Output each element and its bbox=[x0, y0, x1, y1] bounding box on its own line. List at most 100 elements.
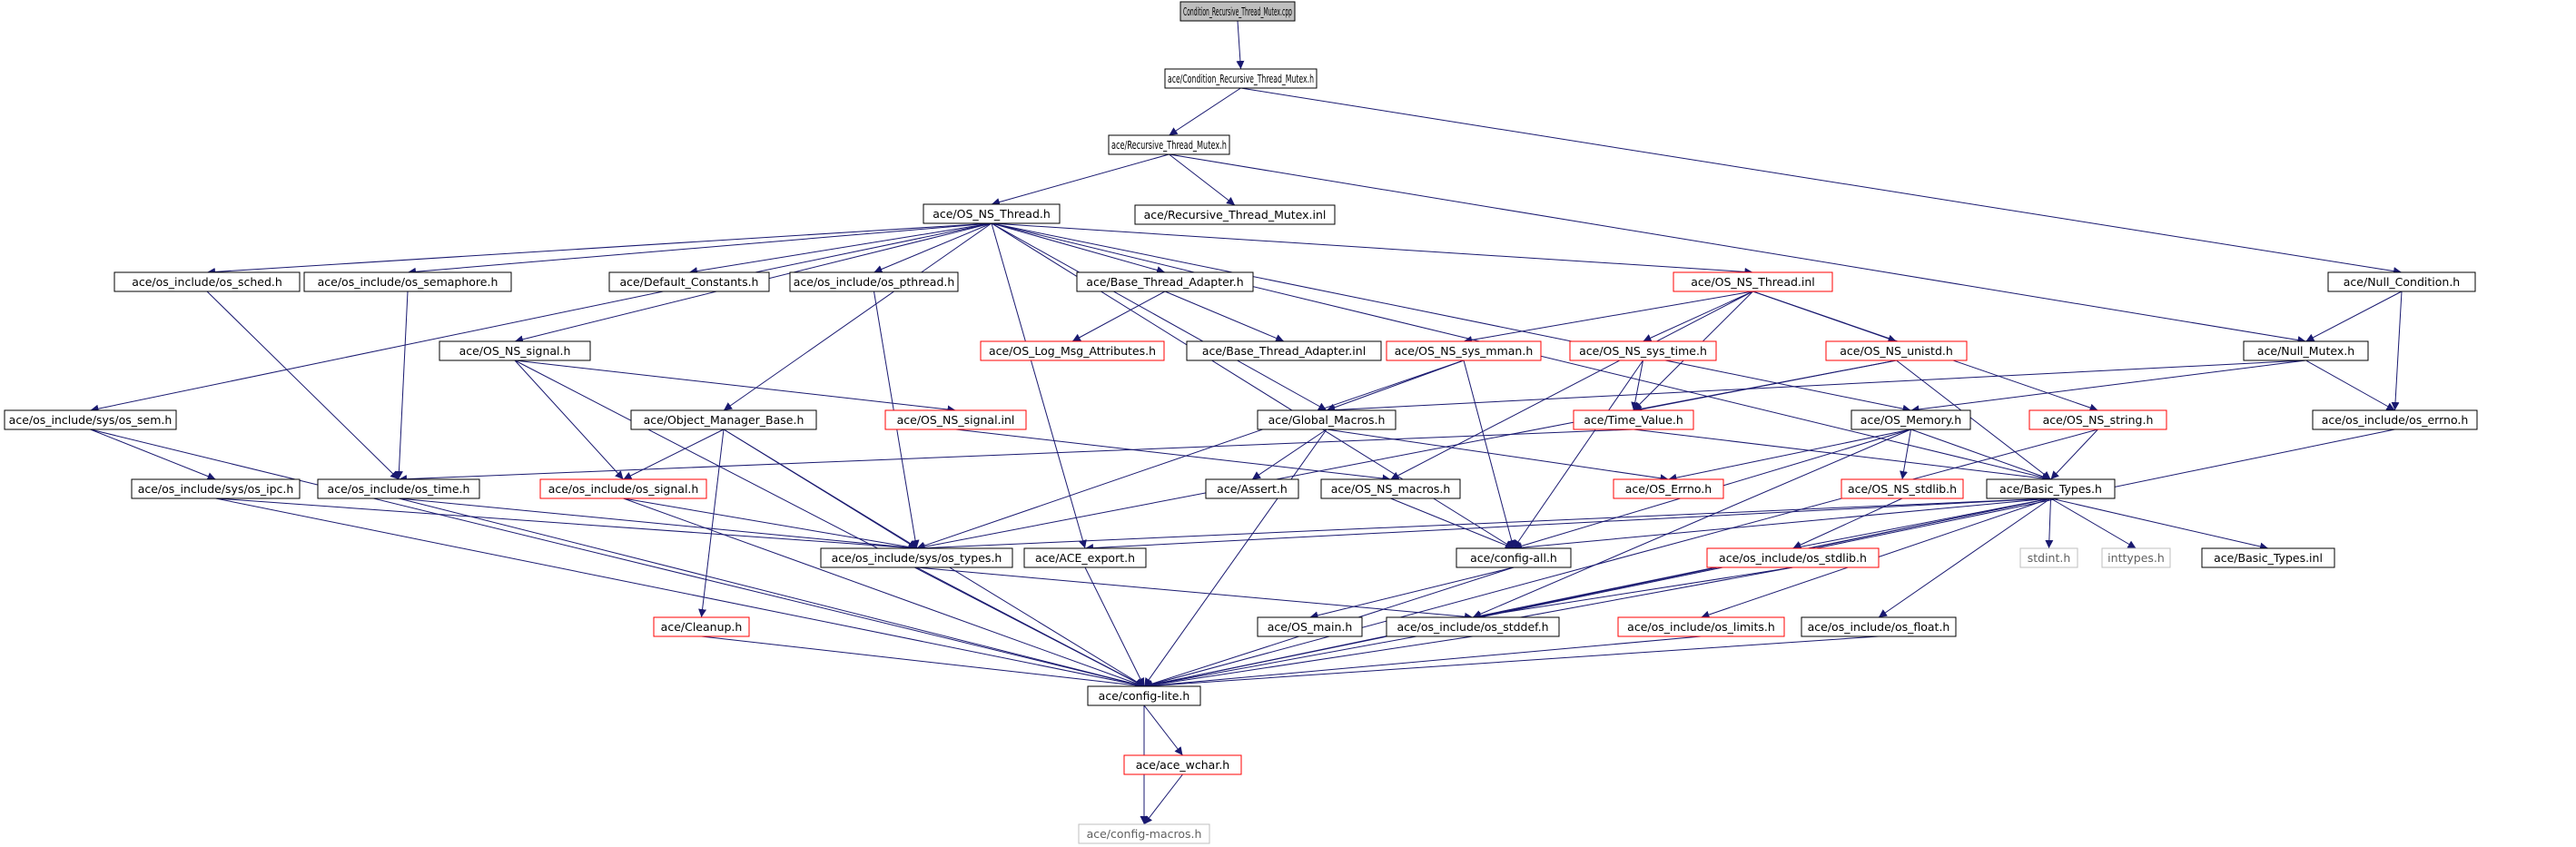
node-wchar-h[interactable]: ace/ace_wchar.h bbox=[1123, 754, 1242, 775]
edge-basictypes_h-to-configall_h bbox=[1513, 497, 2051, 552]
node-basictypes-h[interactable]: ace/Basic_Types.h bbox=[1986, 478, 2116, 499]
node-label: ace/OS_Log_Msg_Attributes.h bbox=[989, 344, 1156, 358]
node-box bbox=[1108, 134, 1230, 155]
edge-basictypes_h-to-configlite_h bbox=[1143, 497, 2051, 689]
node-crtm-h[interactable]: ace/Condition_Recursive_Thread_Mutex.h bbox=[1164, 68, 1318, 89]
node-ipc-h[interactable]: ace/os_include/sys/os_ipc.h bbox=[131, 478, 301, 499]
node-nullcond-h[interactable]: ace/Null_Condition.h bbox=[2327, 271, 2476, 292]
node-osmemory-h[interactable]: ace/OS_Memory.h bbox=[1851, 409, 1971, 430]
node-label: ace/os_include/os_signal.h bbox=[548, 482, 699, 496]
edge-osnsthread_h-to-sem_h bbox=[90, 222, 992, 413]
edge-basictypes_h-to-aceexport_h bbox=[1084, 497, 2051, 553]
node-box bbox=[1386, 340, 1542, 361]
node-box bbox=[303, 271, 512, 292]
node-bta-h[interactable]: ace/Base_Thread_Adapter.h bbox=[1076, 271, 1254, 292]
node-float-h[interactable]: ace/os_include/os_float.h bbox=[1801, 616, 1957, 637]
node-osnsstring-h[interactable]: ace/OS_NS_string.h bbox=[2028, 409, 2167, 430]
node-label: ace/Recursive_Thread_Mutex.inl bbox=[1144, 208, 1327, 222]
edge-sem_h-to-ipc_h bbox=[90, 428, 216, 480]
node-signal-inl[interactable]: ace/OS_NS_signal.inl bbox=[884, 409, 1027, 430]
node-unistd-h[interactable]: ace/OS_NS_unistd.h bbox=[1825, 340, 1968, 361]
node-sem-h[interactable]: ace/os_include/sys/os_sem.h bbox=[4, 409, 177, 430]
node-label: ace/OS_Errno.h bbox=[1625, 482, 1712, 496]
node-configall-h[interactable]: ace/config-all.h bbox=[1456, 547, 1572, 568]
edge-osnsthread_h-to-osnsthread_inl bbox=[991, 222, 1753, 276]
node-aceexport-h[interactable]: ace/ACE_export.h bbox=[1023, 547, 1147, 568]
edge-rtm_h-to-rtm_inl bbox=[1169, 153, 1236, 206]
node-box bbox=[2028, 409, 2167, 430]
node-systime-h[interactable]: ace/OS_NS_sys_time.h bbox=[1569, 340, 1717, 361]
node-rtm-inl[interactable]: ace/Recursive_Thread_Mutex.inl bbox=[1134, 204, 1336, 225]
edge-ossignal_h-to-configlite_h bbox=[623, 497, 1145, 688]
node-configlite-h[interactable]: ace/config-lite.h bbox=[1087, 685, 1201, 706]
node-box bbox=[1257, 616, 1363, 637]
edge-sysmman_h-to-systypes_h bbox=[916, 359, 1465, 550]
node-osnssignal-h[interactable]: ace/OS_NS_signal.h bbox=[439, 340, 591, 361]
node-nsstdlib-h[interactable]: ace/OS_NS_stdlib.h bbox=[1841, 478, 1964, 499]
node-box bbox=[789, 271, 959, 292]
node-osnsthread-h[interactable]: ace/OS_NS_Thread.h bbox=[923, 203, 1061, 224]
node-ostime-h[interactable]: ace/os_include/os_time.h bbox=[317, 478, 480, 499]
node-assert-h[interactable]: ace/Assert.h bbox=[1205, 478, 1299, 499]
edge-osnsthread_h-to-omb_h bbox=[723, 222, 992, 411]
node-errno-h[interactable]: ace/os_include/os_errno.h bbox=[2312, 409, 2478, 430]
node-label: ace/OS_NS_string.h bbox=[2043, 413, 2154, 427]
node-label: ace/Global_Macros.h bbox=[1268, 413, 1386, 427]
node-box bbox=[1078, 823, 1210, 844]
node-box bbox=[1205, 478, 1299, 499]
node-ossignal-h[interactable]: ace/os_include/os_signal.h bbox=[539, 478, 707, 499]
node-stdint-h[interactable]: stdint.h bbox=[2019, 547, 2078, 568]
node-pthread-h[interactable]: ace/os_include/os_pthread.h bbox=[789, 271, 959, 292]
node-label: ace/Basic_Types.h bbox=[1999, 482, 2102, 496]
node-timevalue-h[interactable]: ace/Time_Value.h bbox=[1573, 409, 1694, 430]
node-label: ace/config-all.h bbox=[1470, 551, 1557, 565]
node-omb-h[interactable]: ace/Object_Manager_Base.h bbox=[630, 409, 817, 430]
node-bt-inl[interactable]: ace/Basic_Types.inl bbox=[2201, 547, 2335, 568]
node-label: ace/Object_Manager_Base.h bbox=[644, 413, 804, 427]
edge-globalmacros_h-to-oserrno_h bbox=[1326, 428, 1669, 483]
edge-basictypes_h-to-osstdlib_h bbox=[1792, 497, 2051, 551]
edge-nsmacros_h-to-configall_h bbox=[1390, 497, 1515, 549]
node-configmacros-h[interactable]: ace/config-macros.h bbox=[1078, 823, 1210, 844]
edge-aceexport_h-to-configlite_h bbox=[1084, 566, 1145, 687]
node-box bbox=[608, 271, 770, 292]
node-systypes-h[interactable]: ace/os_include/sys/os_types.h bbox=[820, 547, 1013, 568]
node-globalmacros-h[interactable]: ace/Global_Macros.h bbox=[1257, 409, 1397, 430]
node-root[interactable]: Condition_Recursive_Thread_Mutex.cpp bbox=[1179, 1, 1296, 22]
node-box bbox=[1569, 340, 1717, 361]
node-box bbox=[1179, 1, 1296, 22]
edge-nullcond_h-to-errno_h bbox=[2391, 291, 2403, 411]
edge-crtm_h-to-rtm_h bbox=[1169, 87, 1241, 136]
node-nsmacros-h[interactable]: ace/OS_NS_macros.h bbox=[1320, 478, 1461, 499]
node-logmsg-h[interactable]: ace/OS_Log_Msg_Attributes.h bbox=[980, 340, 1165, 361]
node-box bbox=[1573, 409, 1694, 430]
node-box bbox=[2101, 547, 2171, 568]
node-osnsthread-inl[interactable]: ace/OS_NS_Thread.inl bbox=[1673, 271, 1833, 292]
node-defconst-h[interactable]: ace/Default_Constants.h bbox=[608, 271, 770, 292]
edge-systypes_h-to-configlite_h bbox=[916, 566, 1145, 687]
node-oserrno-h[interactable]: ace/OS_Errno.h bbox=[1613, 478, 1724, 499]
node-osstdlib-h[interactable]: ace/os_include/os_stdlib.h bbox=[1706, 547, 1880, 568]
node-label: ace/config-lite.h bbox=[1099, 689, 1190, 703]
node-box bbox=[1825, 340, 1968, 361]
node-stddef-h[interactable]: ace/os_include/os_stddef.h bbox=[1386, 616, 1560, 637]
node-limits-h[interactable]: ace/os_include/os_limits.h bbox=[1617, 616, 1785, 637]
edge-configlite_h-to-wchar_h bbox=[1143, 704, 1183, 756]
node-box bbox=[1617, 616, 1785, 637]
edge-systime_h-to-timevalue_h bbox=[1631, 359, 1643, 411]
node-box bbox=[630, 409, 817, 430]
node-sched-h[interactable]: ace/os_include/os_sched.h bbox=[114, 271, 301, 292]
node-bta-inl[interactable]: ace/Base_Thread_Adapter.inl bbox=[1186, 340, 1382, 361]
edge-ostime_h-to-configlite_h bbox=[398, 497, 1145, 689]
node-label: ace/Null_Mutex.h bbox=[2257, 344, 2354, 358]
node-inttypes-h[interactable]: inttypes.h bbox=[2101, 547, 2171, 568]
node-label: ace/Default_Constants.h bbox=[620, 275, 759, 289]
node-sysmman-h[interactable]: ace/OS_NS_sys_mman.h bbox=[1386, 340, 1542, 361]
node-osmain-h[interactable]: ace/OS_main.h bbox=[1257, 616, 1363, 637]
node-nullmutex-h[interactable]: ace/Null_Mutex.h bbox=[2243, 340, 2369, 361]
node-cleanup-h[interactable]: ace/Cleanup.h bbox=[653, 616, 750, 637]
node-box bbox=[114, 271, 301, 292]
node-rtm-h[interactable]: ace/Recursive_Thread_Mutex.h bbox=[1108, 134, 1230, 155]
node-semaphore-h[interactable]: ace/os_include/os_semaphore.h bbox=[303, 271, 512, 292]
edge-osnsthread_inl-to-sysmman_h bbox=[1463, 291, 1753, 344]
